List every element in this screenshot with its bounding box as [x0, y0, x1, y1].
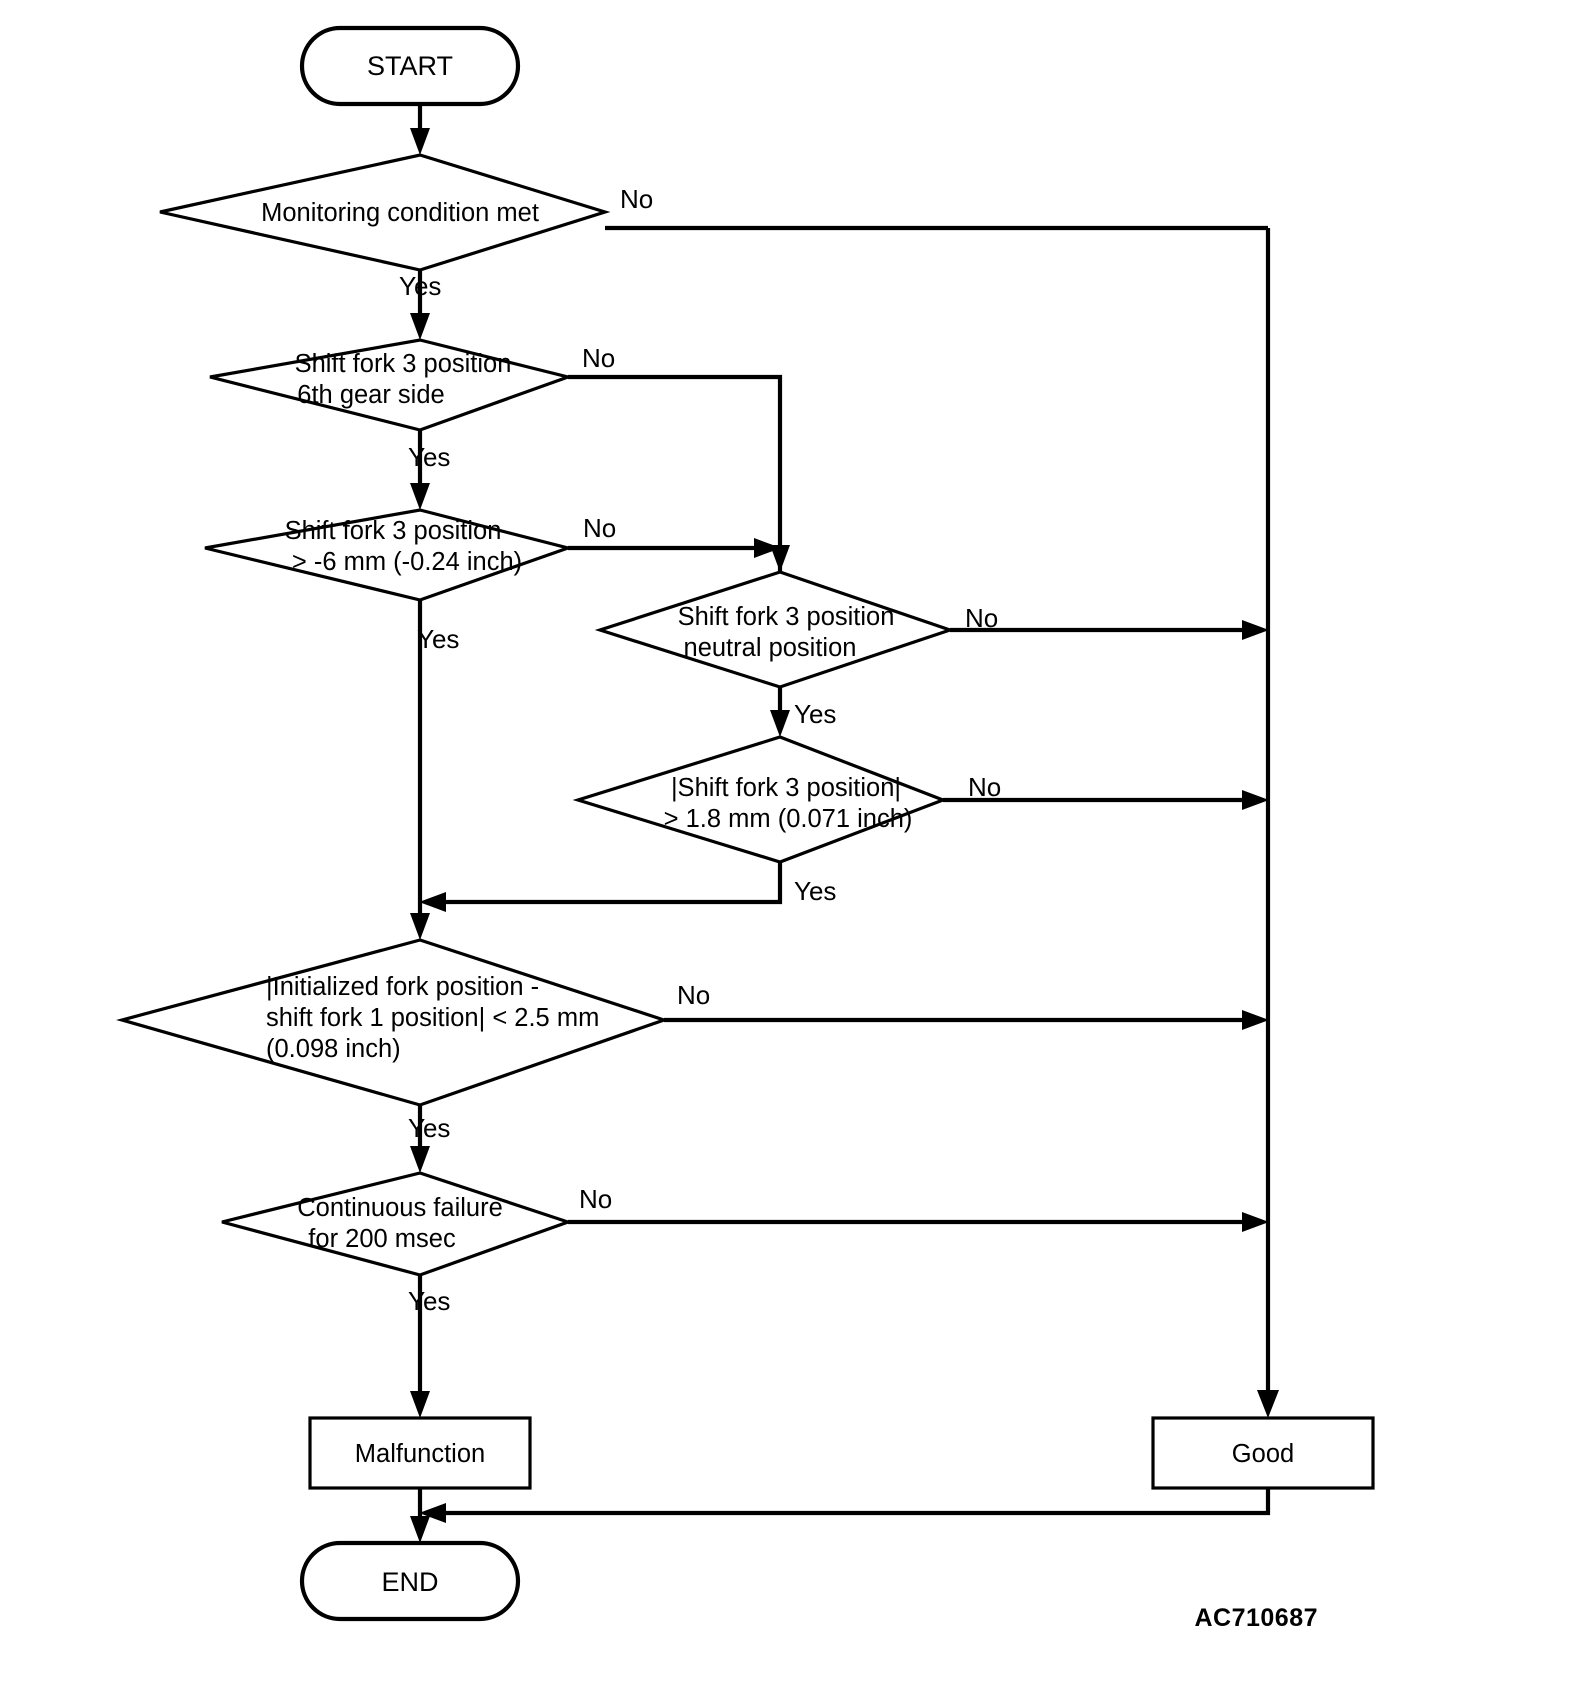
connector-d6-yes-to-d7 — [410, 1105, 430, 1173]
connector-d7-yes-to-malfunction — [410, 1275, 430, 1418]
edge-label-d2-no: No — [582, 343, 615, 373]
node-decision-6th-gear-side-line2: 6th gear side — [297, 381, 444, 409]
edge-label-d4-yes: Yes — [794, 699, 836, 729]
edge-label-d5-no: No — [968, 772, 1001, 802]
connector-good-to-end — [419, 1488, 1271, 1523]
connector-d2-no — [568, 374, 783, 610]
figure-code: AC710687 — [1194, 1604, 1318, 1632]
node-decision-fork3-neutral[interactable]: Shift fork 3 position neutral position — [594, 570, 955, 689]
node-decision-initialized-fork-delta-line1: |Initialized fork position - — [266, 973, 539, 1001]
connector-merge-to-d4 — [770, 545, 790, 572]
edge-label-d3-yes: Yes — [417, 624, 459, 654]
connector-right-trunk — [1257, 228, 1279, 1418]
node-end[interactable]: END — [299, 1540, 521, 1622]
edge-label-d1-yes: Yes — [399, 271, 441, 301]
edge-label-d7-yes: Yes — [408, 1286, 450, 1316]
node-decision-monitoring-condition[interactable]: Monitoring condition met — [159, 153, 611, 272]
node-decision-fork3-neutral-line1: Shift fork 3 position — [678, 603, 895, 631]
node-decision-fork3-abs-gt-1p8mm-line2: > 1.8 mm (0.071 inch) — [664, 805, 913, 833]
node-decision-6th-gear-side[interactable]: Shift fork 3 position 6th gear side — [209, 338, 574, 432]
edge-label-d4-no: No — [965, 603, 998, 633]
connector-d2-yes-to-d3 — [410, 430, 430, 510]
node-decision-continuous-failure-line1: Continuous failure — [297, 1194, 503, 1222]
node-start[interactable]: START — [299, 25, 521, 107]
node-decision-fork3-neutral-line2: neutral position — [684, 634, 857, 662]
edge-label-d7-no: No — [579, 1184, 612, 1214]
connector-d5-yes-merge — [419, 862, 783, 912]
node-malfunction-label: Malfunction — [355, 1440, 485, 1468]
node-start-label: START — [367, 51, 453, 81]
connector-d4-yes-to-d5 — [770, 687, 790, 737]
node-malfunction[interactable]: Malfunction — [308, 1416, 532, 1490]
node-end-label: END — [381, 1567, 438, 1597]
node-decision-fork3-abs-gt-1p8mm[interactable]: |Shift fork 3 position| > 1.8 mm (0.071 … — [572, 735, 948, 864]
connector-malfunction-to-end — [410, 1488, 430, 1543]
edge-label-d6-no: No — [677, 980, 710, 1010]
node-decision-fork3-gt-minus6mm-line2: > -6 mm (-0.24 inch) — [292, 548, 522, 576]
node-decision-continuous-failure[interactable]: Continuous failure for 200 msec — [221, 1171, 573, 1277]
node-decision-initialized-fork-delta-line2: shift fork 1 position| < 2.5 mm — [266, 1004, 599, 1032]
node-decision-monitoring-condition-line1: Monitoring condition met — [261, 199, 539, 227]
edge-label-d3-no: No — [583, 513, 616, 543]
edge-label-d5-yes: Yes — [794, 876, 836, 906]
connector-start-to-d1 — [410, 103, 430, 155]
connector-d4-no — [950, 620, 1269, 640]
connector-d3-yes-to-d6 — [410, 600, 430, 940]
connector-d6-no — [664, 1010, 1269, 1030]
connector-d5-no — [943, 790, 1269, 810]
connector-d1-yes-to-d2 — [410, 270, 430, 340]
edge-label-d2-yes: Yes — [408, 442, 450, 472]
connector-d7-no — [568, 1212, 1269, 1232]
node-good[interactable]: Good — [1151, 1416, 1375, 1490]
edge-label-d1-no: No — [620, 184, 653, 214]
node-good-label: Good — [1232, 1440, 1294, 1468]
node-decision-fork3-gt-minus6mm-line1: Shift fork 3 position — [285, 517, 502, 545]
node-decision-initialized-fork-delta[interactable]: |Initialized fork position - shift fork … — [116, 938, 669, 1107]
node-decision-6th-gear-side-line1: Shift fork 3 position — [295, 350, 512, 378]
node-decision-fork3-gt-minus6mm[interactable]: Shift fork 3 position > -6 mm (-0.24 inc… — [204, 508, 574, 602]
node-decision-initialized-fork-delta-line3: (0.098 inch) — [266, 1035, 401, 1063]
node-decision-fork3-abs-gt-1p8mm-line1: |Shift fork 3 position| — [671, 774, 901, 802]
edge-label-d6-yes: Yes — [408, 1113, 450, 1143]
node-decision-continuous-failure-line2: for 200 msec — [308, 1225, 456, 1253]
connector-d3-no — [568, 538, 781, 558]
